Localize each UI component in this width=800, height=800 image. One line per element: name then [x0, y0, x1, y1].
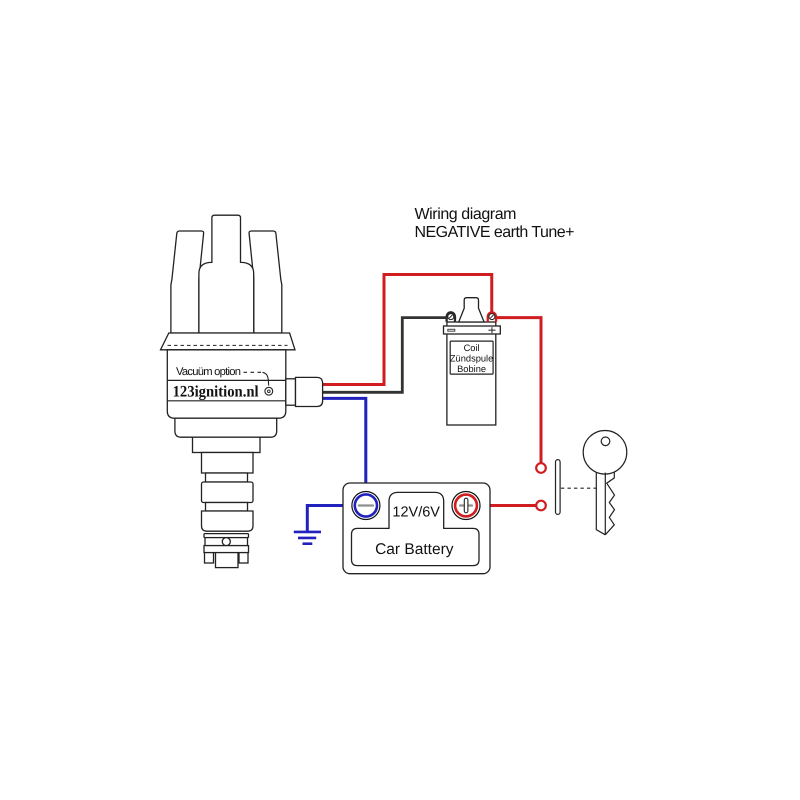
svg-text:Wiring diagram: Wiring diagram — [415, 206, 517, 223]
svg-text:Car Battery: Car Battery — [375, 541, 454, 558]
svg-text:123ignition.nl: 123ignition.nl — [173, 384, 260, 401]
svg-text:Bobine: Bobine — [457, 364, 486, 374]
svg-text:Coil: Coil — [464, 343, 480, 353]
svg-text:Zündspule: Zündspule — [450, 354, 493, 364]
svg-text:12V/6V: 12V/6V — [392, 504, 440, 520]
svg-text:Vacuüm option: Vacuüm option — [176, 366, 241, 378]
svg-text:NEGATIVE earth Tune+: NEGATIVE earth Tune+ — [415, 224, 575, 241]
